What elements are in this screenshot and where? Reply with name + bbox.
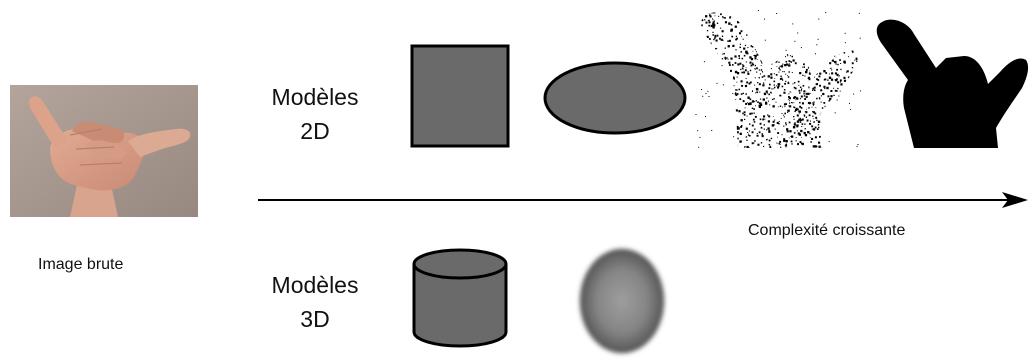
ellipse-shape-icon [543,61,687,135]
models-3d-line2: 3D [300,306,330,332]
raw-hand-image [10,85,198,217]
hand-silhouette-icon [876,19,1029,148]
models-2d-line1: Modèles [271,84,359,110]
square-shape-icon [410,44,510,148]
raw-image-caption: Image brute [38,256,124,273]
blurred-ellipsoid-icon [580,249,664,353]
cylinder-shape-icon [412,248,508,348]
complexity-axis-arrow [258,192,1028,208]
models-2d-label: Modèles 2D [262,80,368,148]
models-3d-label: Modèles 3D [262,268,368,336]
models-2d-line2: 2D [300,118,330,144]
complexity-axis-label: Complexité croissante [748,222,906,239]
noisy-hand-silhouette-icon [695,10,861,148]
models-3d-line1: Modèles [271,272,359,298]
